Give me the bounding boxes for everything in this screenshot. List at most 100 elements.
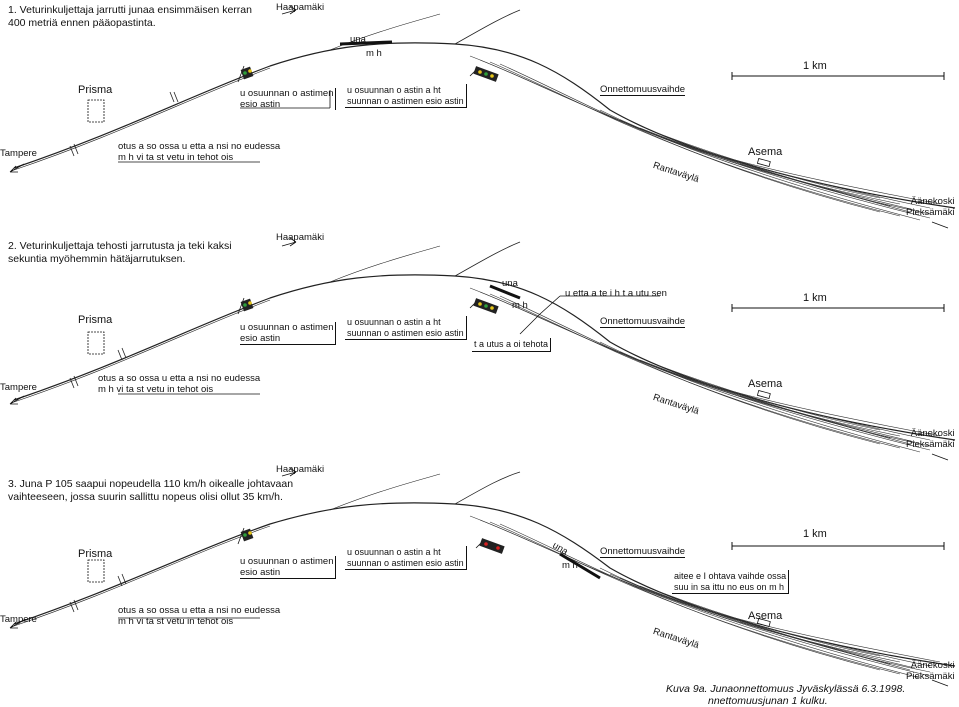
scale-bar (732, 72, 944, 80)
switch-box-line-1: aitee e I ohtava vaihde ossa (674, 571, 786, 582)
main-signal (470, 66, 499, 82)
main-signal-label-1: u osuunnan o astin a ht (347, 85, 464, 96)
speed-note-1: otus a so ossa u etta a nsi no eudessa (118, 605, 280, 616)
main-signal-label: u osuunnan o astin a ht suunnan o astime… (345, 546, 467, 570)
track-diagram (0, 0, 959, 232)
yard-tracks (470, 56, 940, 220)
heading-line-2: 400 metriä ennen pääopastinta. (8, 17, 252, 30)
speed-label: m h (562, 560, 578, 571)
station-label: Asema (748, 146, 782, 158)
speed-note-2: m h vi ta st vetu in tehot ois (98, 384, 260, 395)
panel-heading: 2. Veturinkuljettaja tehosti jarrutusta … (8, 240, 232, 265)
place-aanekoski: Äänekoski Pieksämäki (906, 196, 955, 218)
scale-label: 1 km (803, 528, 827, 540)
speed-note-2: m h vi ta st vetu in tehot ois (118, 616, 280, 627)
place-aanekoski-1: Äänekoski (906, 196, 955, 207)
heading-line-1: 3. Juna P 105 saapui nopeudella 110 km/h… (8, 478, 293, 491)
prisma-label: Prisma (78, 84, 112, 96)
scale-label: 1 km (803, 60, 827, 72)
track-diagram (0, 468, 959, 705)
switch-label: Onnettomuusvaihde (600, 546, 685, 558)
branch-haapamaki (455, 10, 520, 44)
place-tampere: Tampere (0, 382, 37, 393)
panel-2: 2. Veturinkuljettaja tehosti jarrutusta … (0, 234, 959, 466)
pre-signal-label-1: u osuunnan o astimen (240, 322, 333, 333)
panel-heading: 3. Juna P 105 saapui nopeudella 110 km/h… (8, 478, 293, 503)
arrow-aanekoski (932, 454, 948, 460)
branch-haapamaki (455, 242, 520, 276)
place-tampere: Tampere (0, 614, 37, 625)
speed-note: otus a so ossa u etta a nsi no eudessa m… (118, 605, 280, 627)
station-building (757, 391, 770, 399)
place-aanekoski: Äänekoski Pieksämäki (906, 428, 955, 450)
pre-signal-label-1: u osuunnan o astimen (240, 88, 333, 99)
main-signal (470, 298, 499, 314)
train-bar (340, 42, 392, 44)
brake-note: u etta a te i h t a utu sen (565, 288, 667, 299)
main-signal-label-1: u osuunnan o astin a ht (347, 547, 464, 558)
scale-bar (732, 304, 944, 312)
place-aanekoski: Äänekoski Pieksämäki (906, 660, 955, 682)
switch-box: aitee e I ohtava vaihde ossa suu in sa i… (672, 570, 789, 594)
speed-note: otus a so ossa u etta a nsi no eudessa m… (118, 141, 280, 163)
pre-signal-label-2: esio astin (240, 333, 333, 344)
switch-label: Onnettomuusvaihde (600, 316, 685, 328)
pre-signal-label: u osuunnan o astimen esio astin (240, 88, 336, 110)
place-pieksamaki: Pieksämäki (906, 207, 955, 218)
main-signal-label: u osuunnan o astin a ht suunnan o astime… (345, 316, 467, 340)
speed-note-1: otus a so ossa u etta a nsi no eudessa (98, 373, 260, 384)
place-haapamaki: Haapamäki (276, 2, 324, 13)
pre-signal-label: u osuunnan o astimen esio astin (240, 556, 336, 579)
heading-line-1: 1. Veturinkuljettaja jarrutti junaa ensi… (8, 4, 252, 17)
prisma-building (88, 560, 104, 582)
main-signal-label-2: suunnan o astimen esio astin (347, 328, 464, 339)
place-pieksamaki: Pieksämäki (906, 671, 955, 682)
main-signal-label-1: u osuunnan o astin a ht (347, 317, 464, 328)
pre-signal-label-2: esio astin (240, 567, 333, 578)
yard-tracks (470, 516, 940, 678)
place-haapamaki: Haapamäki (276, 232, 324, 243)
main-signal (476, 538, 505, 554)
prisma-building (88, 332, 104, 354)
panel-3: 3. Juna P 105 saapui nopeudella 110 km/h… (0, 468, 959, 700)
place-tampere: Tampere (0, 148, 37, 159)
pre-signal-label-2: esio astin (240, 99, 333, 110)
branch-haapamaki-2 (330, 246, 440, 282)
heading-line-2: sekuntia myöhemmin hätäjarrutuksen. (8, 253, 232, 266)
branch-haapamaki-2 (330, 474, 440, 510)
heading-line-2: vaihteeseen, jossa suurin sallittu nopeu… (8, 491, 293, 504)
arrow-tampere (10, 396, 24, 404)
main-signal-label-2: suunnan o astimen esio astin (347, 558, 464, 569)
arrow-aanekoski (932, 222, 948, 228)
speed-note-1: otus a so ossa u etta a nsi no eudessa (118, 141, 280, 152)
main-signal-label: u osuunnan o astin a ht suunnan o astime… (345, 84, 467, 108)
pre-signal-label-1: u osuunnan o astimen (240, 556, 333, 567)
speed-note-2: m h vi ta st vetu in tehot ois (118, 152, 280, 163)
speed-label: m h (512, 300, 528, 311)
place-pieksamaki: Pieksämäki (906, 439, 955, 450)
place-aanekoski-1: Äänekoski (906, 428, 955, 439)
station-building (757, 159, 770, 167)
caption-line-2: nnettomuusjunan 1 kulku. (666, 696, 905, 707)
station-label: Asema (748, 378, 782, 390)
yard-tracks (470, 288, 940, 452)
arrow-tampere (10, 164, 24, 172)
speed-note: otus a so ossa u etta a nsi no eudessa m… (98, 373, 260, 395)
place-aanekoski-1: Äänekoski (906, 660, 955, 671)
prisma-label: Prisma (78, 314, 112, 326)
switch-label: Onnettomuusvaihde (600, 84, 685, 96)
pre-signal-label: u osuunnan o astimen esio astin (240, 322, 336, 345)
heading-line-1: 2. Veturinkuljettaja tehosti jarrutusta … (8, 240, 232, 253)
train-label: una (350, 34, 366, 45)
panel-heading: 1. Veturinkuljettaja jarrutti junaa ensi… (8, 4, 252, 29)
place-haapamaki: Haapamäki (276, 464, 324, 475)
main-signal-label-2: suunnan o astimen esio astin (347, 96, 464, 107)
train-label: una (502, 278, 518, 289)
caption-line-1: Kuva 9a. Junaonnettomuus Jyväskylässä 6.… (666, 684, 905, 696)
prisma-label: Prisma (78, 548, 112, 560)
scale-label: 1 km (803, 292, 827, 304)
figure-caption: Kuva 9a. Junaonnettomuus Jyväskylässä 6.… (666, 684, 905, 707)
speed-label: m h (366, 48, 382, 59)
switch-box-line-2: suu in sa ittu no eus on m h (674, 582, 786, 593)
prisma-building (88, 100, 104, 122)
